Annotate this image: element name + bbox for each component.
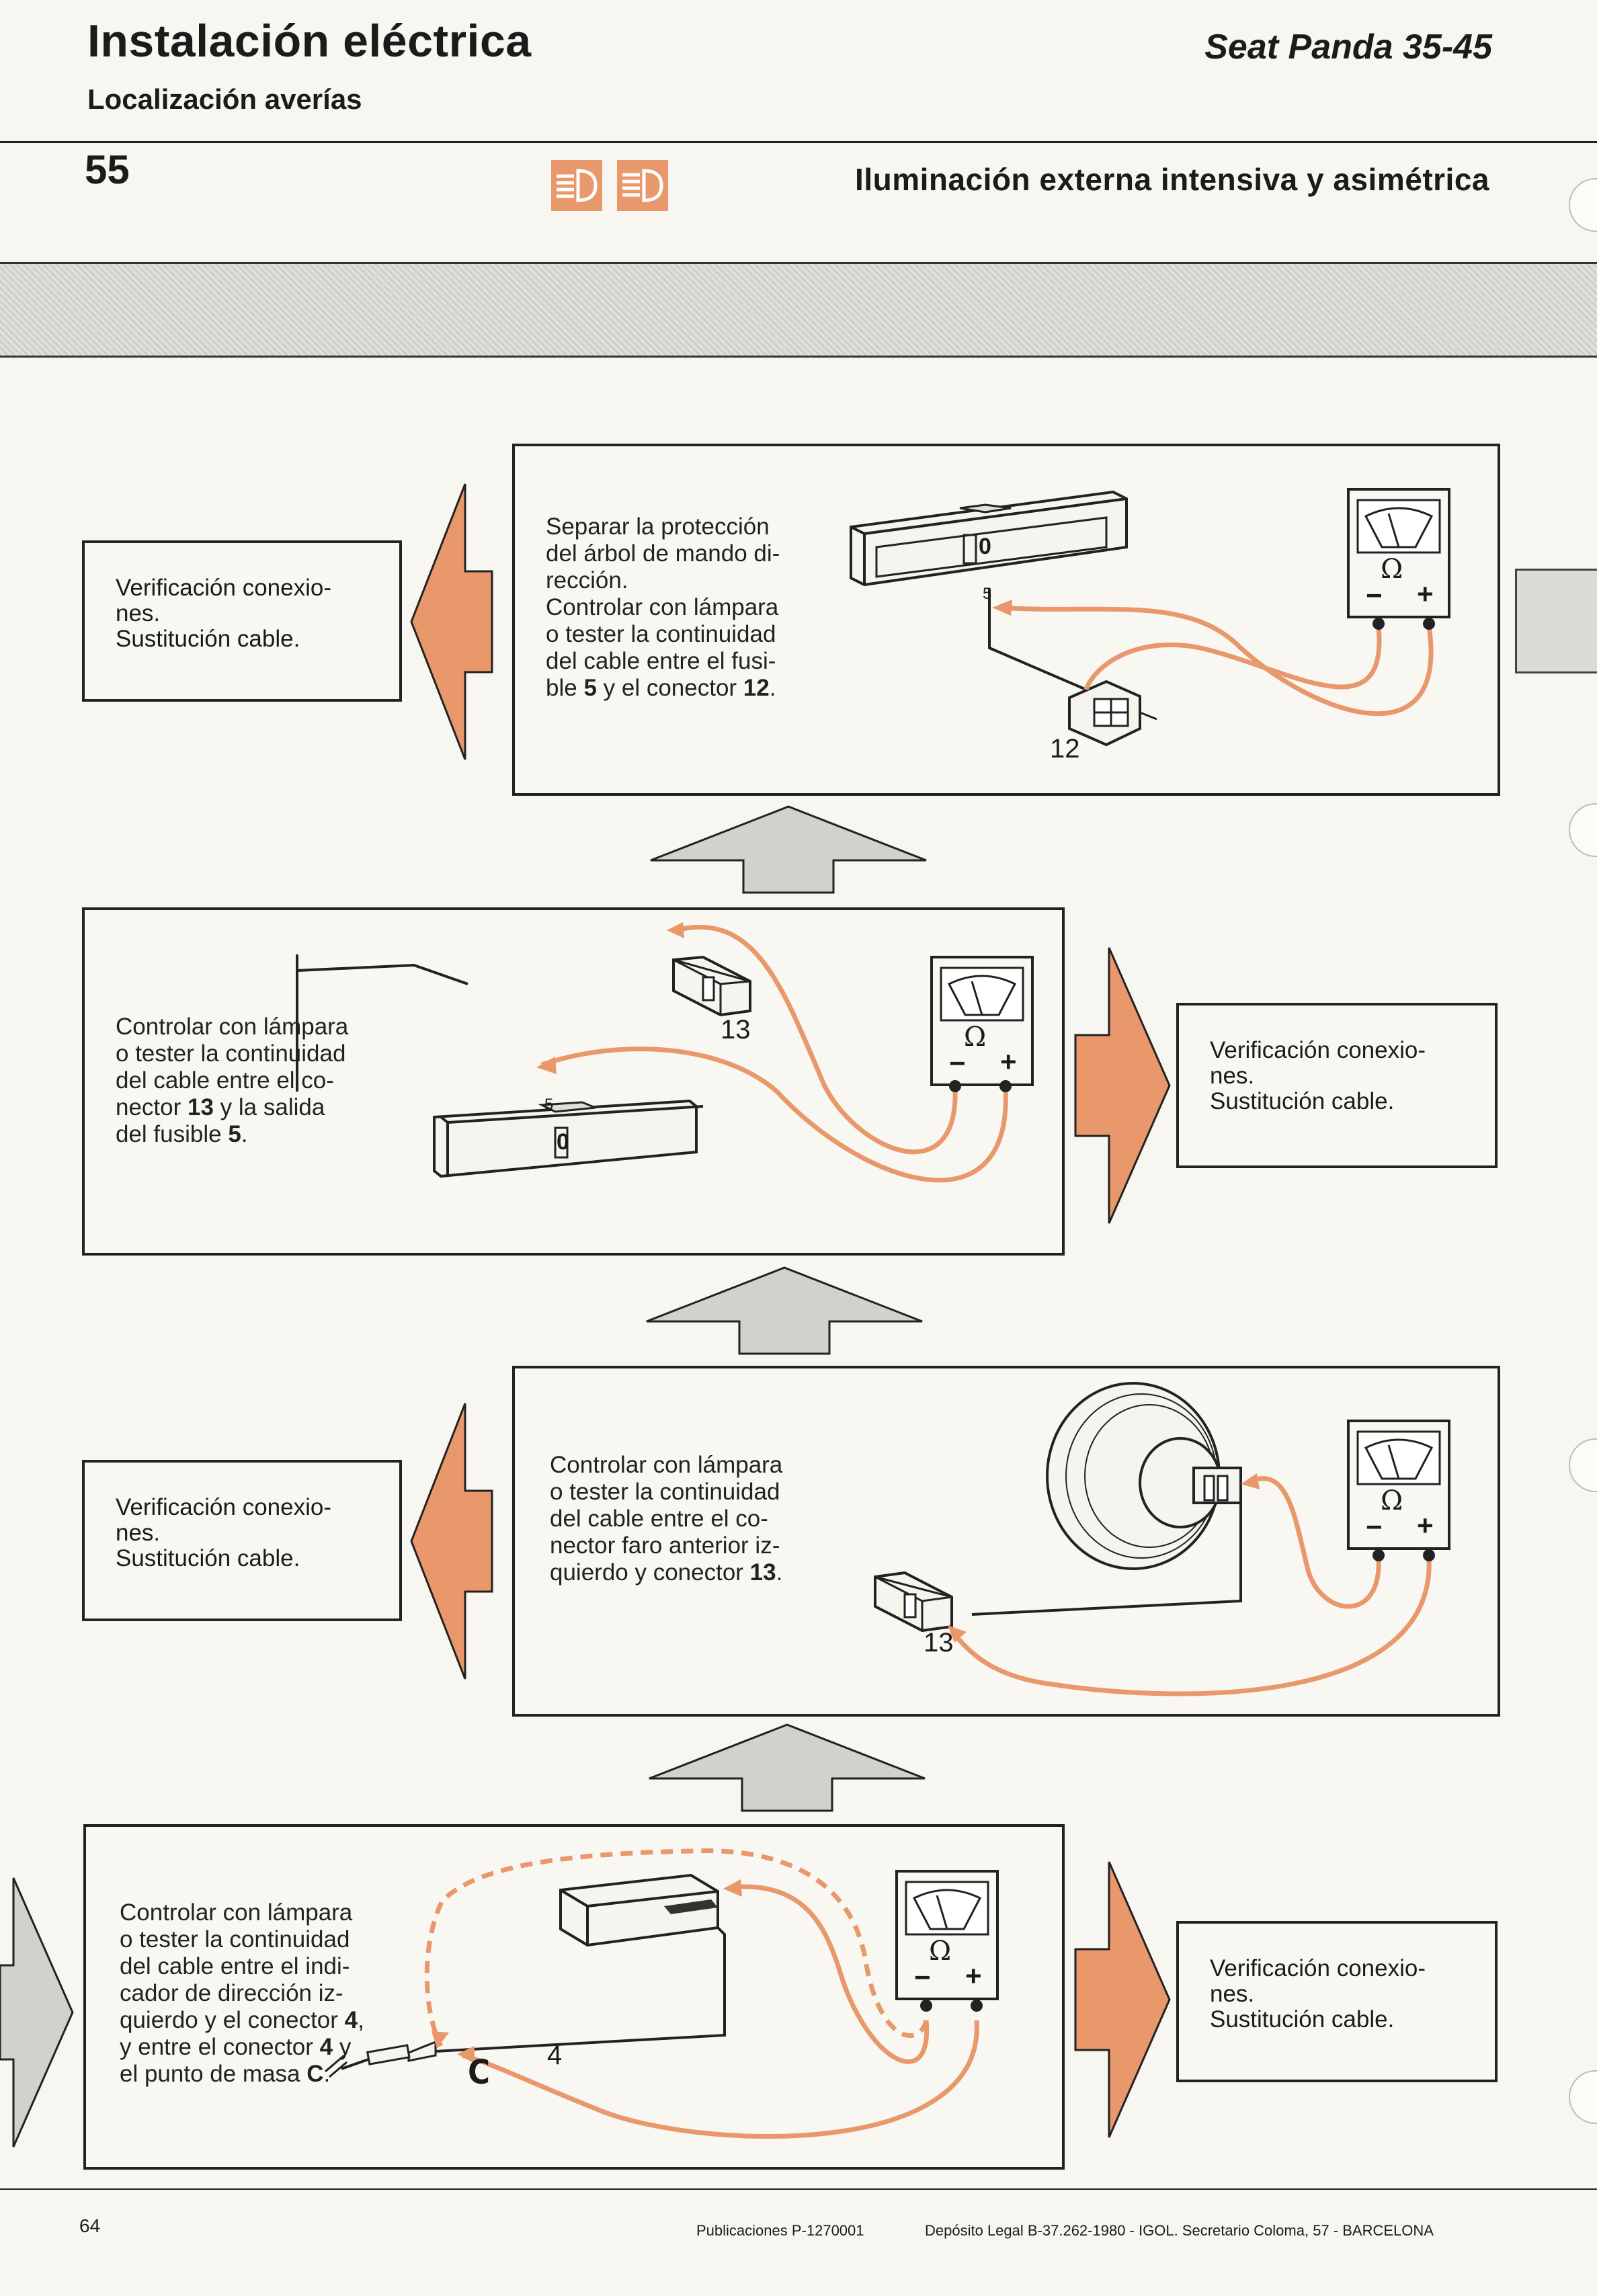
result-text-2: Verificación conexio- nes. Sustitución c… (1210, 1037, 1426, 1114)
arrow-up-2 (646, 1266, 923, 1355)
legal-deposit: Depósito Legal B-37.262-1980 - IGOL. Sec… (925, 2222, 1434, 2239)
result-text-3: Verificación conexio- nes. Sustitución c… (116, 1494, 331, 1571)
arrow-left-1 (410, 483, 493, 760)
fuse-display: 0 (979, 534, 991, 559)
result-box-3: Verificación conexio- nes. Sustitución c… (82, 1460, 402, 1621)
arrow-up-1 (650, 805, 927, 894)
arrow-up-3 (649, 1723, 926, 1812)
minus-terminal: − (1366, 579, 1383, 611)
result-box-2: Verificación conexio- nes. Sustitución c… (1176, 1003, 1498, 1168)
vehicle-model: Seat Panda 35-45 (1204, 28, 1492, 67)
minus-terminal: − (1366, 1511, 1383, 1543)
plus-terminal: + (965, 1960, 982, 1992)
connector-label: 4 (547, 2041, 563, 2070)
diagram-3 (874, 1382, 1450, 1696)
ohm-symbol: Ω (1381, 1485, 1403, 1516)
high-beam-icon (617, 160, 668, 211)
side-tab (1515, 569, 1597, 673)
connector-label: 13 (721, 1015, 751, 1044)
diagram-2 (296, 922, 1034, 1183)
fuse-display: 0 (557, 1129, 569, 1155)
section-number: 55 (85, 147, 130, 192)
footer-rule (0, 2188, 1597, 2190)
arrow-right-incoming (0, 1877, 74, 2147)
ohm-symbol: Ω (929, 1936, 952, 1967)
page-number: 64 (79, 2215, 101, 2236)
plus-terminal: + (1417, 578, 1434, 610)
fuse-label: 5 (544, 1096, 554, 1114)
punch-hole (1569, 2070, 1597, 2124)
fuse-label: 5 (983, 585, 992, 603)
header-stripe (0, 262, 1597, 358)
result-box-1: Verificación conexio- nes. Sustitución c… (82, 540, 402, 702)
plus-terminal: + (1417, 1510, 1434, 1541)
publication-code: Publicaciones P-1270001 (696, 2222, 864, 2239)
result-text-1: Verificación conexio- nes. Sustitución c… (116, 575, 331, 652)
plus-terminal: + (1000, 1046, 1017, 1077)
punch-hole (1569, 803, 1597, 857)
document-title: Instalación eléctrica (87, 15, 532, 67)
punch-hole (1569, 1438, 1597, 1492)
ohm-symbol: Ω (1381, 554, 1403, 585)
punch-hole (1569, 178, 1597, 232)
section-title: Iluminación externa intensiva y asimétri… (855, 162, 1489, 197)
diagram-1 (850, 488, 1450, 747)
ohm-symbol: Ω (964, 1022, 987, 1053)
diagram-4 (325, 1848, 999, 2139)
high-beam-icon (551, 160, 602, 211)
arrow-right-4 (1074, 1861, 1171, 2138)
minus-terminal: − (914, 1961, 931, 1993)
header-rule (0, 141, 1597, 143)
document-subtitle: Localización averías (87, 83, 362, 115)
connector-label: 12 (1050, 734, 1080, 764)
result-box-4: Verificación conexio- nes. Sustitución c… (1176, 1921, 1498, 2082)
minus-terminal: − (949, 1047, 966, 1079)
result-text-4: Verificación conexio- nes. Sustitución c… (1210, 1955, 1426, 2033)
connector-label: 13 (924, 1628, 954, 1657)
arrow-left-3 (410, 1403, 493, 1680)
arrow-right-2 (1074, 947, 1171, 1224)
ground-label: C (468, 2053, 491, 2092)
